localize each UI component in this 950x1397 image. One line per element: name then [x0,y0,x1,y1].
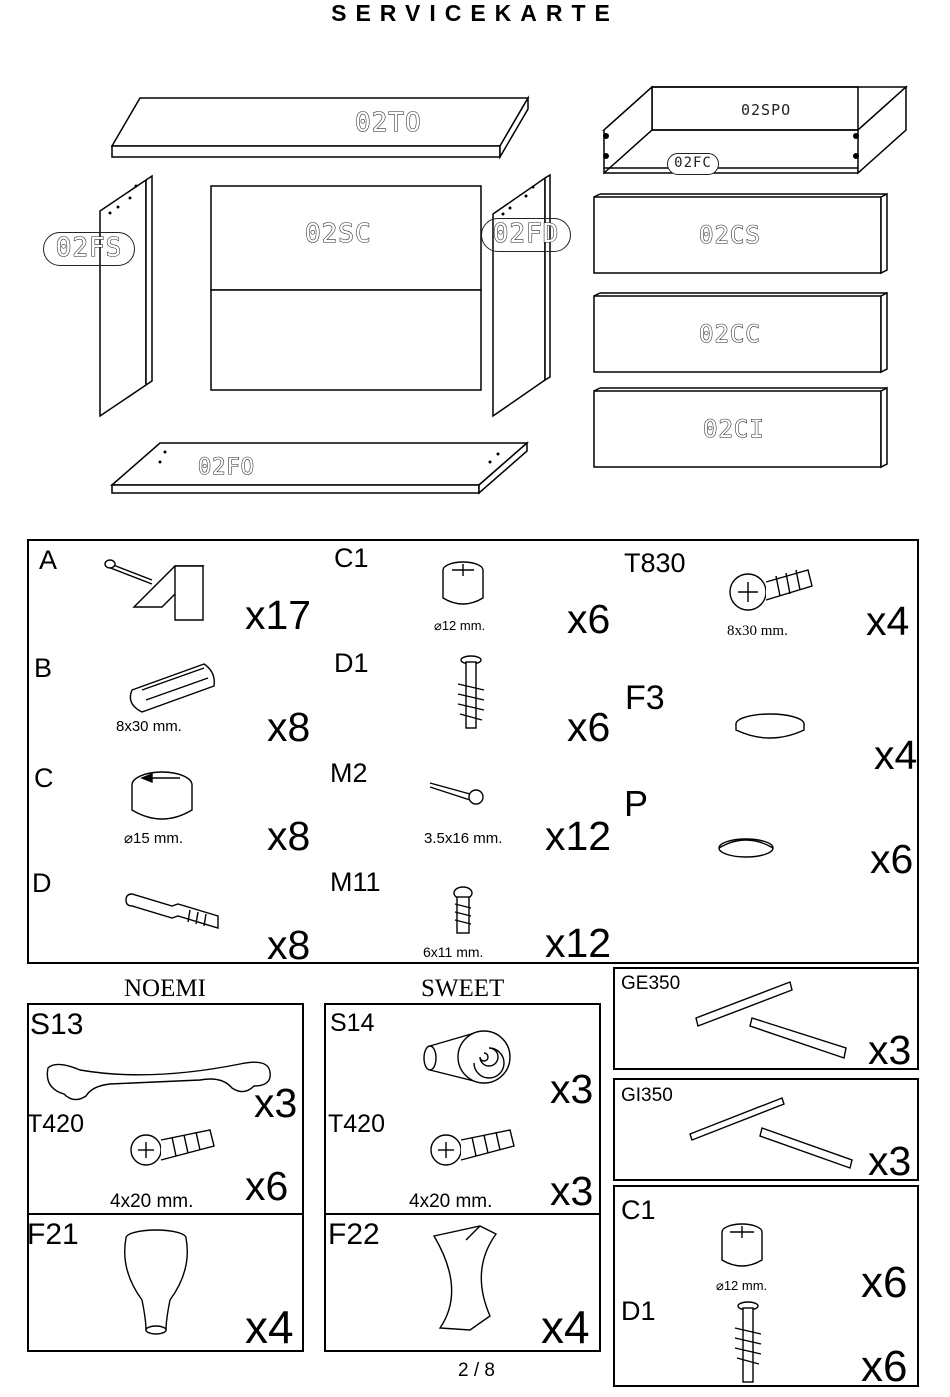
noemi-foot-qty: x4 [245,1301,294,1353]
panel-drawing [99,85,908,495]
panel-label-drawer-c: 02CC [698,319,761,348]
panel-label-drawer-i: 02CI [702,414,765,443]
hw-code-d: D [32,868,52,898]
hw-code-a: A [39,545,58,575]
panel-pill-side-right: 02FD [481,218,571,252]
hw-dim-c1: ⌀12 mm. [434,618,486,633]
noemi-heading: NOEMI [124,975,206,1002]
hw-dim-c: ⌀15 mm. [124,830,184,847]
sweet-foot-code: F22 [328,1218,380,1251]
hw-code-m2: M2 [330,758,368,788]
rail-box-ge350 [613,967,919,1070]
sweet-screw-dim: 4x20 mm. [409,1191,493,1212]
sweet-foot-qty: x4 [541,1301,590,1353]
noemi-foot-code: F21 [27,1218,79,1251]
extra-box [613,1185,919,1387]
hw-qty-t830: x4 [866,598,910,644]
panel-pill-side-left: 02FS [43,232,135,266]
panel-label-drawer-back: 02SPO [741,101,792,119]
panel-label-side-left: 02FS [55,232,123,263]
panel-label-drawer-s: 02CS [698,220,761,249]
hw-qty-f3: x4 [874,732,918,778]
hw-qty-a: x17 [245,592,312,638]
panel-label-top: 02TO [354,107,422,138]
panel-diagram: 02TO 02FS 02SC 02FD 02FO 02SPO 02FC 02CS… [0,0,950,520]
sweet-screw-code: T420 [328,1110,385,1138]
noemi-handle-qty: x3 [254,1080,298,1126]
panel-label-bottom: 02FO [197,454,255,480]
hw-code-c: C [34,763,54,793]
panel-pill-drawer-front-frame: 02FC [667,153,719,175]
rail-qty-ge350: x3 [868,1027,912,1073]
hw-code-p: P [624,783,649,824]
panel-label-drawer-front-frame: 02FC [674,155,712,171]
hw-code-c1: C1 [334,543,369,573]
noemi-screw-qty: x6 [245,1163,289,1209]
panel-label-back: 02SC [304,218,372,249]
hw-qty-d1: x6 [567,704,611,750]
hw-qty-m2: x12 [545,813,612,859]
panel-label-side-right: 02FD [492,218,560,249]
hw-dim-t830: 8x30 mm. [727,623,788,639]
extra-c1-dim: ⌀12 mm. [716,1278,768,1293]
hw-code-b: B [34,653,53,683]
page-title: SERVICEKARTE [331,0,619,26]
hw-qty-c: x8 [267,813,311,859]
extra-c1-code: C1 [621,1195,656,1225]
hw-qty-b: x8 [267,704,311,750]
sweet-heading: SWEET [421,975,505,1002]
rail-qty-gi350: x3 [868,1138,912,1184]
extra-d1-qty: x6 [861,1342,908,1391]
rail-code-gi350: GI350 [621,1085,673,1106]
rail-box-gi350 [613,1078,919,1181]
extra-c1-qty: x6 [861,1258,908,1307]
sweet-handle-code: S14 [330,1009,375,1037]
hw-code-t830: T830 [624,548,686,578]
noemi-foot-box [27,1213,304,1352]
noemi-screw-dim: 4x20 mm. [110,1191,194,1212]
hw-code-f3: F3 [625,679,665,717]
hw-qty-c1: x6 [567,596,611,642]
page-number: 2 / 8 [458,1360,495,1381]
hw-dim-m2: 3.5x16 mm. [424,830,503,847]
hw-qty-m11: x12 [545,920,612,966]
extra-d1-code: D1 [621,1296,656,1326]
hw-qty-d: x8 [267,922,311,968]
noemi-handle-code: S13 [30,1008,84,1041]
hardware-box [27,539,919,964]
hw-code-m11: M11 [330,867,381,897]
hw-code-d1: D1 [334,648,369,678]
rail-code-ge350: GE350 [621,973,681,994]
noemi-screw-code: T420 [27,1110,84,1138]
hw-qty-p: x6 [870,836,914,882]
sweet-foot-box [324,1213,601,1352]
sweet-screw-qty: x3 [550,1168,594,1214]
hw-dim-b: 8x30 mm. [116,718,182,735]
sweet-handle-qty: x3 [550,1066,594,1112]
hw-dim-m11: 6x11 mm. [423,944,484,960]
